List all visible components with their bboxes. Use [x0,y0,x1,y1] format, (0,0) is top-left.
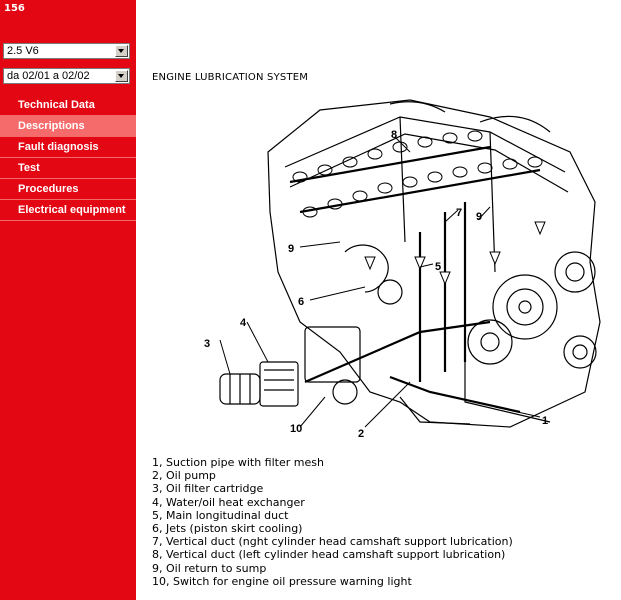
callout-label: 4 [240,317,247,329]
date-range-select[interactable]: da 02/01 a 02/02 [3,68,130,84]
legend-item: 2, Oil pump [152,469,216,483]
oil-filter-assembly [219,244,551,425]
callout-label: 9 [476,211,482,223]
callouts: 1 2 3 4 5 6 7 8 9 9 10 [204,129,548,440]
legend-list: 1, Suction pipe with filter mesh 2, Oil … [152,456,513,588]
callout-label: 3 [204,338,210,350]
menu-item-descriptions[interactable]: Descriptions [0,116,136,137]
oil-ducts [289,145,541,414]
engine-lubrication-diagram: 1 2 3 4 5 6 7 8 9 9 10 [204,99,601,440]
menu-item-fault-diagnosis[interactable]: Fault diagnosis [0,137,136,158]
legend-item: 5, Main longitudinal duct [152,508,289,522]
callout-label: 1 [542,415,548,427]
legend-item: 10, Switch for engine oil pressure warni… [152,574,412,588]
date-range-select-value: da 02/01 a 02/02 [7,70,90,82]
engine-outline [267,99,601,428]
flow-arrows [364,221,546,286]
legend-item: 8, Vertical duct (left cylinder head cam… [152,548,506,562]
legend-item: 9, Oil return to sump [152,561,267,575]
callout-label: 2 [358,428,364,440]
page-title: ENGINE LUBRICATION SYSTEM [152,72,309,83]
callout-label: 6 [298,296,304,308]
callout-label: 8 [391,129,397,141]
sidebar: 156 2.5 V6 da 02/01 a 02/02 Technical Da… [0,0,136,600]
callout-label: 9 [288,243,294,255]
legend-item: 6, Jets (piston skirt cooling) [152,522,303,536]
callout-label: 7 [456,207,462,219]
engine-select[interactable]: 2.5 V6 [3,43,130,59]
sidebar-menu: Technical Data Descriptions Fault diagno… [0,95,136,221]
menu-item-procedures[interactable]: Procedures [0,179,136,200]
model-label: 156 [4,3,25,14]
dropdown-arrow-icon[interactable] [115,70,128,82]
legend-item: 3, Oil filter cartridge [152,482,264,496]
callout-label: 5 [435,261,441,273]
menu-item-electrical-equipment[interactable]: Electrical equipment [0,200,136,221]
legend-item: 1, Suction pipe with filter mesh [152,456,324,469]
engine-select-value: 2.5 V6 [7,45,39,57]
legend-item: 4, Water/oil heat exchanger [152,495,305,509]
legend-item: 7, Vertical duct (nght cylinder head cam… [152,535,513,549]
callout-label: 10 [290,423,302,435]
menu-item-technical-data[interactable]: Technical Data [0,95,136,116]
menu-item-test[interactable]: Test [0,158,136,179]
dropdown-arrow-icon[interactable] [115,45,128,57]
